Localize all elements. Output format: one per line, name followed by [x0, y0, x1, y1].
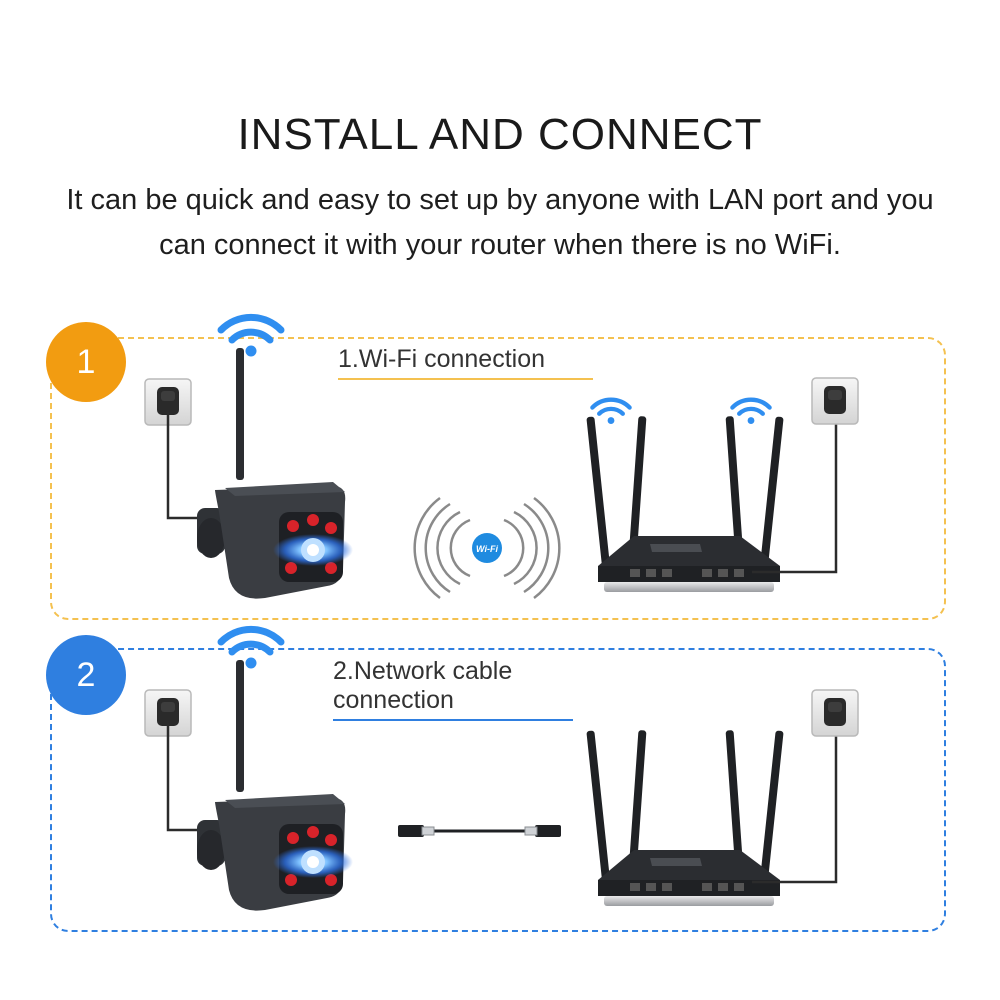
router-wifi-icon-right: [732, 400, 769, 424]
router-power-cable: [752, 410, 838, 574]
router-icon: [586, 416, 784, 592]
step-1-badge: 1: [46, 322, 126, 402]
camera-icon: [197, 348, 353, 599]
wall-socket-icon: [811, 689, 859, 737]
router-power-cable: [752, 722, 838, 884]
router-icon: [586, 730, 784, 906]
wifi-badge-text: Wi-Fi: [476, 544, 498, 554]
page-subtitle: It can be quick and easy to set up by an…: [66, 184, 934, 261]
camera-wifi-icon: [221, 317, 281, 356]
wall-socket-icon: [811, 377, 859, 425]
page-title: INSTALL AND CONNECT: [237, 110, 763, 159]
network-cable-icon: [397, 824, 562, 838]
wifi-connection-label: 1.Wi-Fi connection: [338, 345, 593, 380]
camera-power-cable: [166, 410, 205, 520]
wifi-signal-icon: Wi-Fi: [413, 496, 561, 600]
camera-icon: [197, 660, 353, 911]
camera-power-cable: [166, 721, 205, 832]
router-wifi-icon-left: [592, 400, 629, 424]
cable-connection-label: 2.Network cable connection: [333, 657, 573, 721]
section-1-diagram: Wi-Fi: [144, 317, 859, 600]
step-2-badge: 2: [46, 635, 126, 715]
cable-connection-panel: [50, 648, 946, 932]
camera-wifi-icon: [221, 629, 281, 668]
section-2-diagram: [144, 629, 859, 911]
wifi-connection-panel: [50, 337, 946, 620]
